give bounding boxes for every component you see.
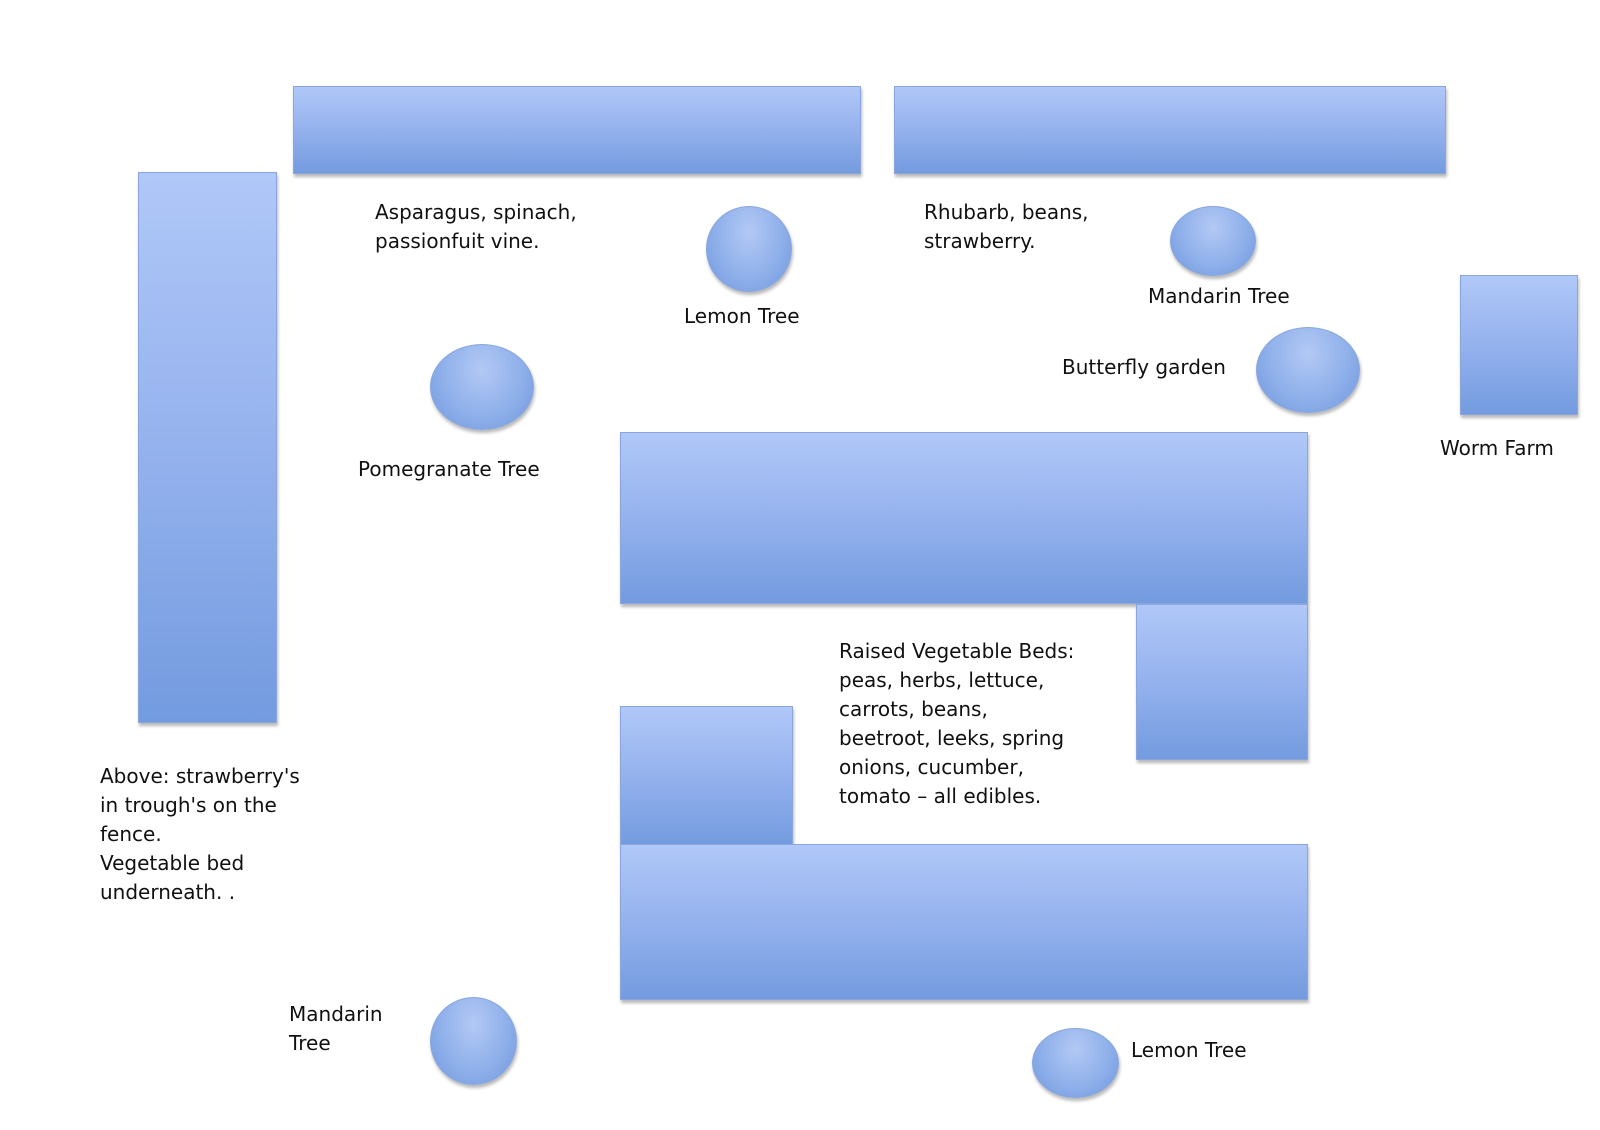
butterfly-garden-label: Butterfly garden: [1062, 355, 1226, 379]
raised-bed-top: [620, 432, 1308, 604]
mandarin-tree-bottom-label: Mandarin Tree: [289, 1002, 383, 1055]
mandarin-tree-bottom-circle: [430, 997, 517, 1085]
butterfly-garden-circle: [1256, 327, 1360, 413]
fence-strawberry-bed: [138, 172, 277, 723]
worm-farm-box: [1460, 275, 1578, 415]
raised-beds-label: Raised Vegetable Beds: peas, herbs, lett…: [839, 639, 1075, 808]
mandarin-tree-top-circle: [1170, 206, 1256, 276]
fence-note-label: Above: strawberry's in trough's on the f…: [100, 764, 300, 904]
lemon-tree-top-label: Lemon Tree: [684, 304, 800, 328]
lemon-tree-bottom-label: Lemon Tree: [1131, 1038, 1247, 1062]
lemon-tree-top-circle: [706, 206, 792, 292]
top-right-bed-label: Rhubarb, beans, strawberry.: [924, 200, 1089, 253]
raised-bed-left-block: [620, 706, 793, 846]
raised-bed-bottom: [620, 844, 1308, 1000]
top-left-bed-label: Asparagus, spinach, passionfuit vine.: [375, 200, 577, 253]
pomegranate-tree-label: Pomegranate Tree: [358, 457, 540, 481]
raised-bed-right-block: [1136, 604, 1308, 760]
top-left-bed: [293, 86, 861, 174]
top-right-bed: [894, 86, 1446, 174]
worm-farm-label: Worm Farm: [1440, 436, 1554, 460]
mandarin-tree-top-label: Mandarin Tree: [1148, 284, 1290, 308]
lemon-tree-bottom-circle: [1032, 1028, 1119, 1098]
pomegranate-tree-circle: [430, 344, 534, 430]
